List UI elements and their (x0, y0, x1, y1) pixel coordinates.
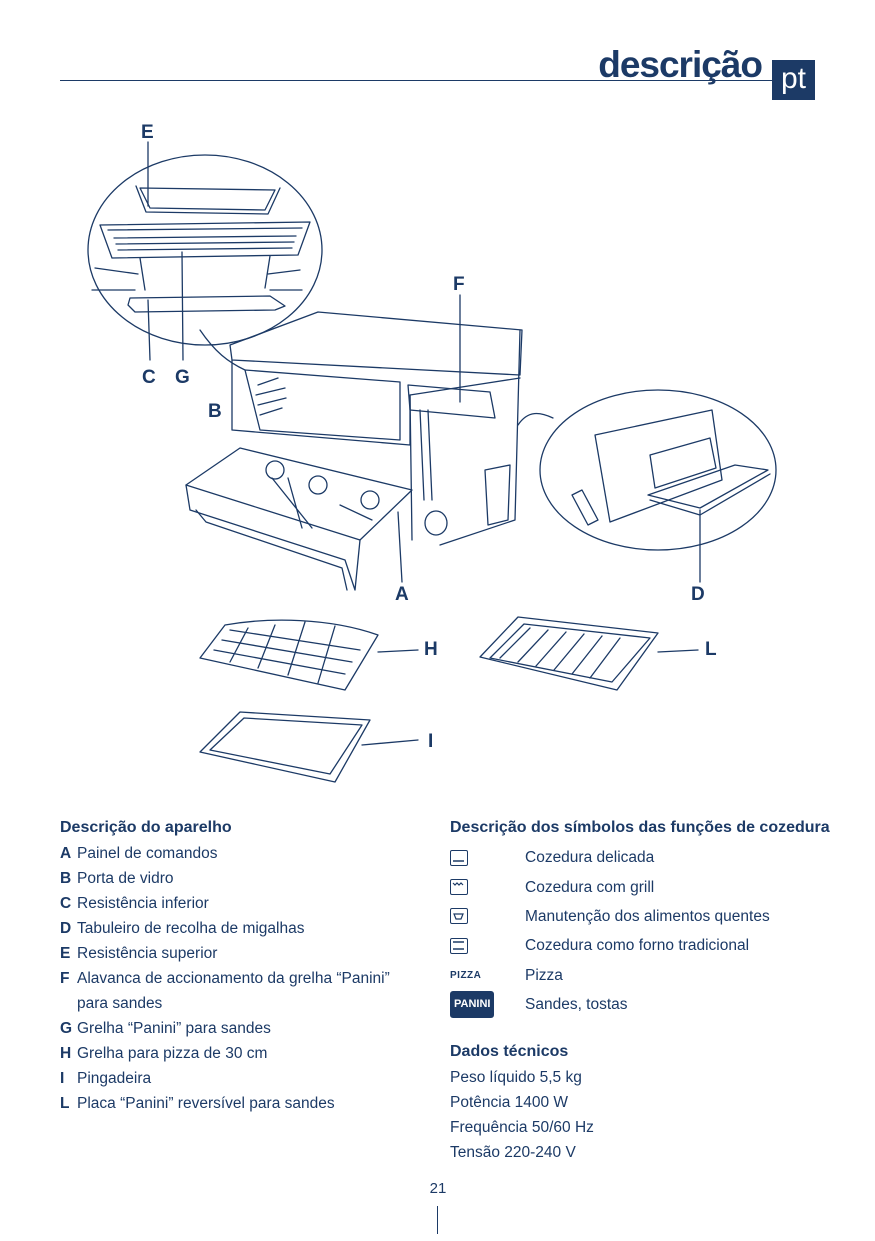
oven-door (185, 447, 413, 591)
symbols-list: Cozedura delicada Cozedura com grill Man… (450, 843, 830, 1019)
parts-list: A Painel de comandos B Porta de vidro C Res… (60, 841, 420, 1116)
heating-elements-detail (87, 154, 323, 371)
callout-b: B (208, 401, 222, 422)
tech-line: Frequência 50/60 Hz (450, 1119, 594, 1137)
symbol-row: PIZZA Pizza (450, 961, 830, 990)
callout-i: I (428, 731, 433, 752)
callout-c: C (142, 367, 156, 388)
tech-line: Tensão 220-240 V (450, 1144, 576, 1162)
part-item: L Placa “Panini” reversível para sandes (60, 1091, 420, 1116)
callout-a: A (395, 584, 409, 605)
crumb-tray-detail (517, 389, 777, 551)
part-code: H (60, 1045, 72, 1062)
appliance-title: Descrição do aparelho (60, 819, 232, 836)
part-desc: Alavanca de accionamento da grelha “Pani… (77, 970, 390, 1012)
part-code: I (60, 1070, 65, 1087)
part-item: I Pingadeira (60, 1066, 420, 1091)
page-number-rule (437, 1206, 438, 1234)
language-badge: pt (772, 60, 815, 100)
page-title: descrição (598, 44, 763, 85)
panini-icon: PANINI (450, 991, 495, 1019)
part-desc: Porta de vidro (77, 870, 174, 887)
part-desc: Pingadeira (77, 1070, 152, 1087)
part-item: E Resistência superior (60, 941, 420, 966)
oven-body (229, 311, 523, 546)
symbol-label: Cozedura com grill (525, 878, 655, 896)
drip-tray (199, 711, 371, 783)
appliance-description: Descrição do aparelho A Painel de comando… (60, 815, 420, 1116)
symbol-row: Cozedura delicada (450, 843, 830, 872)
part-code: A (60, 845, 72, 862)
symbol-label: Sandes, tostas (525, 996, 628, 1014)
symbol-row: PANINI Sandes, tostas (450, 990, 830, 1019)
part-code: C (60, 895, 72, 912)
part-desc: Resistência inferior (77, 895, 209, 912)
bottom-heat-icon (450, 849, 468, 866)
tech-title: Dados técnicos (450, 1043, 569, 1061)
part-desc: Placa “Panini” reversível para sandes (77, 1095, 335, 1112)
panini-plate (479, 616, 659, 691)
keep-warm-icon (450, 908, 468, 925)
tech-line: Potência 1400 W (450, 1094, 569, 1112)
callout-d: D (691, 584, 705, 605)
leader-lines (147, 141, 701, 746)
grill-icon (450, 879, 468, 896)
symbol-label: Cozedura como forno tradicional (525, 937, 750, 955)
pizza-icon: PIZZA (450, 969, 482, 981)
symbol-label: Pizza (525, 966, 563, 984)
callout-f: F (453, 274, 465, 295)
part-code: D (60, 920, 72, 937)
symbol-label: Manutenção dos alimentos quentes (525, 907, 770, 925)
top-bottom-heat-icon (450, 937, 468, 954)
symbol-row: Manutenção dos alimentos quentes (450, 902, 830, 931)
part-desc: Resistência superior (77, 945, 218, 962)
part-item: C Resistência inferior (60, 891, 420, 916)
part-item: D Tabuleiro de recolha de migalhas (60, 916, 420, 941)
header-rule (60, 80, 775, 81)
oven-diagram: E F C G B A D H L I (87, 122, 777, 783)
part-item: A Painel de comandos (60, 841, 420, 866)
callout-l: L (705, 639, 717, 660)
symbols-and-specs: Descrição dos símbolos das funções de co… (450, 815, 830, 1165)
part-desc: Grelha “Panini” para sandes (77, 1020, 271, 1037)
part-item: B Porta de vidro (60, 866, 420, 891)
part-item: F Alavanca de accionamento da grelha “Pan… (60, 966, 420, 1016)
part-desc: Tabuleiro de recolha de migalhas (77, 920, 305, 937)
part-code: L (60, 1095, 70, 1112)
part-code: E (60, 945, 71, 962)
pizza-rack (199, 619, 379, 691)
symbol-label: Cozedura delicada (525, 849, 655, 867)
part-item: H Grelha para pizza de 30 cm (60, 1041, 420, 1066)
symbol-row: Cozedura com grill (450, 872, 830, 901)
technical-data: Dados técnicos Peso líquido 5,5 kg Potên… (450, 1039, 830, 1165)
callout-h: H (424, 639, 438, 660)
page-number: 21 (429, 1180, 447, 1197)
callout-g: G (175, 367, 190, 388)
symbol-row: Cozedura como forno tradicional (450, 931, 830, 960)
tech-line: Peso líquido 5,5 kg (450, 1069, 582, 1087)
part-code: B (60, 870, 72, 887)
part-desc: Painel de comandos (77, 845, 218, 862)
part-desc: Grelha para pizza de 30 cm (77, 1045, 268, 1062)
callout-e: E (141, 122, 154, 143)
part-code: G (60, 1020, 73, 1037)
symbols-title: Descrição dos símbolos das funções de co… (450, 819, 830, 836)
part-code: F (60, 970, 70, 987)
